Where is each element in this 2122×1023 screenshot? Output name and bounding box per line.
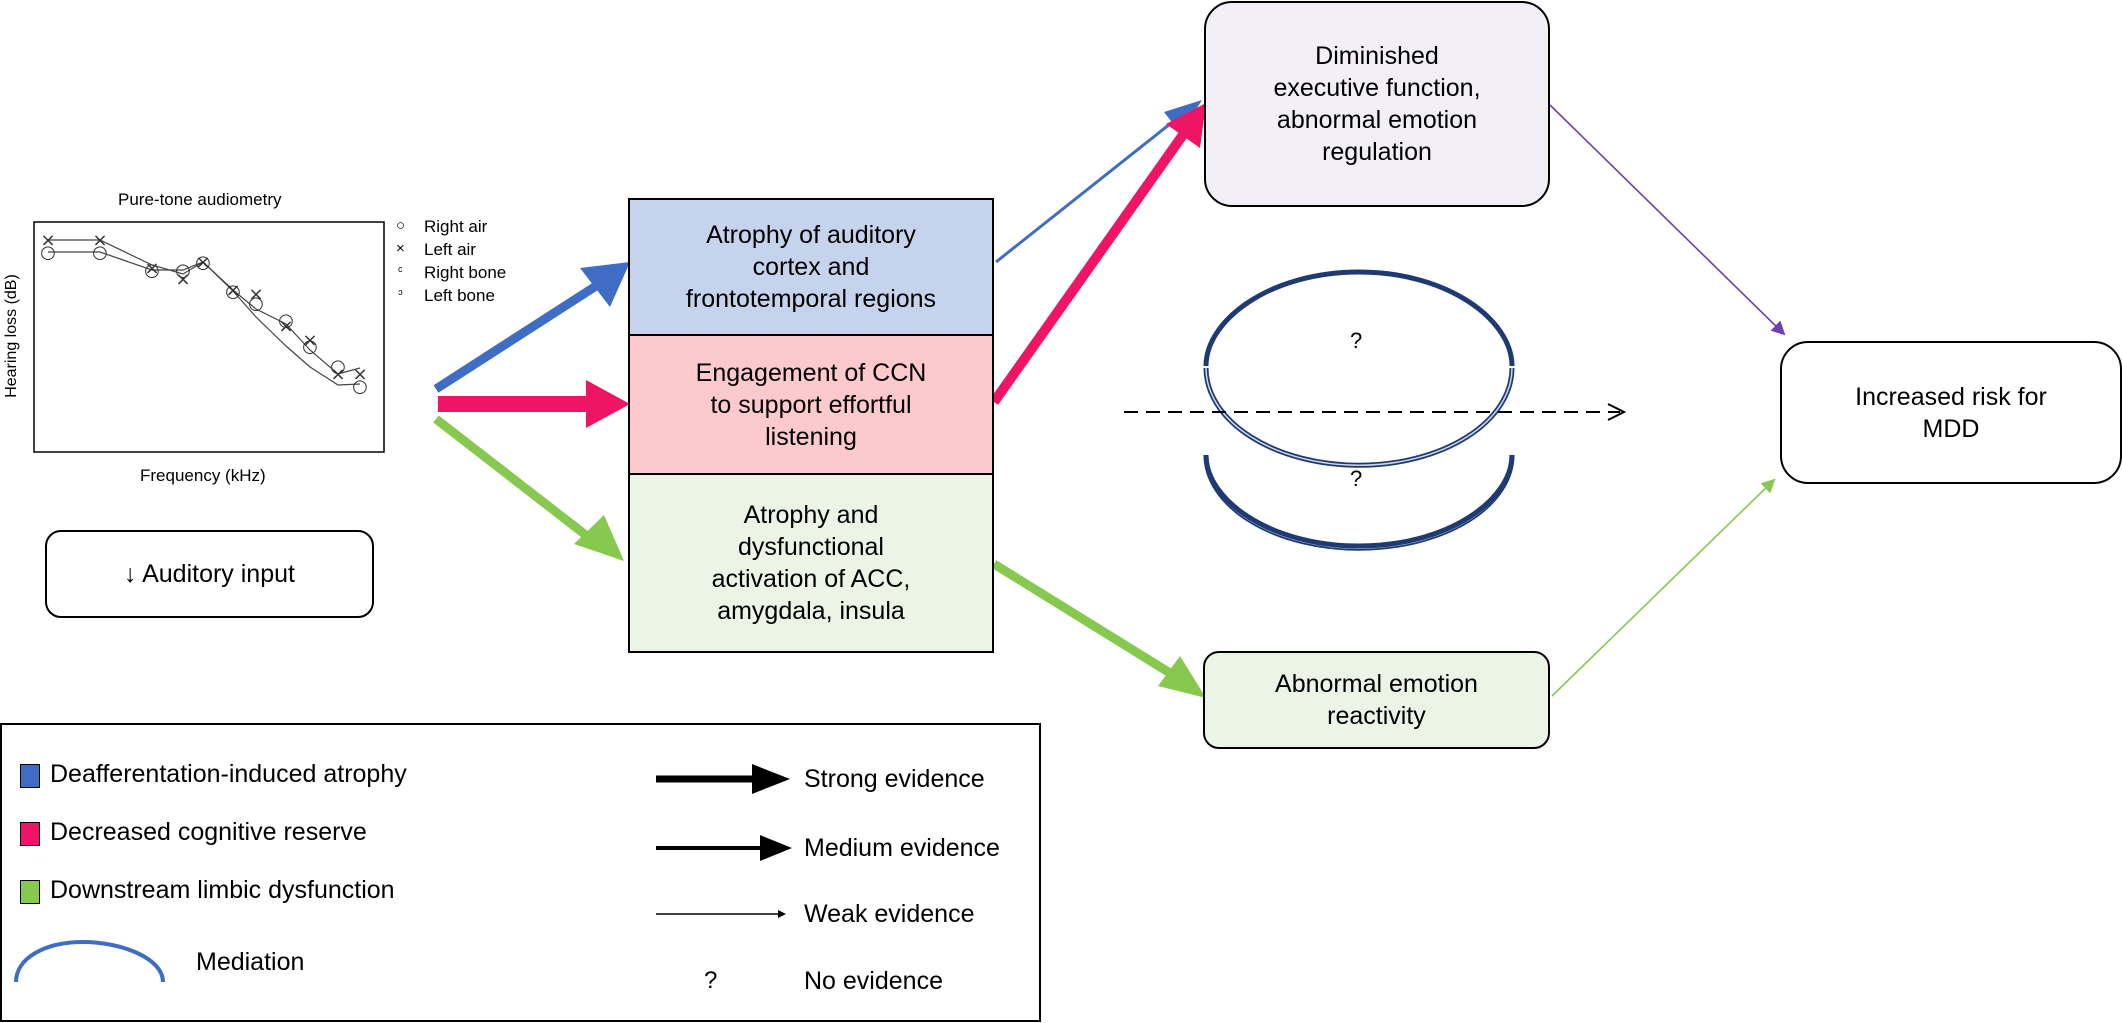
mediation-arcs xyxy=(1203,367,1515,551)
dashed-arrow-head xyxy=(1607,403,1627,421)
audiogram-title: Pure-tone audiometry xyxy=(118,190,282,209)
svg-text:×: × xyxy=(144,258,159,279)
legend-label-none: No evidence xyxy=(804,967,943,995)
svg-text:○: ○ xyxy=(302,336,318,357)
limbic-line-4: amygdala, insula xyxy=(717,597,905,625)
ccn-line-3: listening xyxy=(765,422,857,451)
legend-swatch-pink xyxy=(20,822,40,846)
limbic-box: Atrophy and dysfunctional activation of … xyxy=(628,473,994,653)
audiogram-plot: ○○○ ○○○ ○○○ ○○ ××× ××× ××× ×× xyxy=(33,221,385,453)
mdd-line-1: Increased risk for xyxy=(1855,382,2047,411)
auditory-input-box: ↓ Auditory input xyxy=(45,530,374,618)
right-bone-label: Right bone xyxy=(424,263,507,282)
svg-text:○: ○ xyxy=(175,260,191,281)
svg-text:×: × xyxy=(195,252,210,273)
ccn-box: Engagement of CCN to support effortful l… xyxy=(628,334,994,475)
ccn-line-2: to support effortful xyxy=(710,390,912,419)
svg-text:×: × xyxy=(248,284,263,305)
legend-label-strong: Strong evidence xyxy=(804,765,985,793)
mediation-question-top: ? xyxy=(1350,328,1363,353)
right-air-label: Right air xyxy=(424,217,488,236)
legend-label-limbic: Downstream limbic dysfunction xyxy=(50,876,395,904)
svg-text:×: × xyxy=(302,330,317,351)
left-bone-marker: ᵓ xyxy=(398,286,403,301)
right-bone-marker: ᶜ xyxy=(398,263,403,278)
legend-label-weak: Weak evidence xyxy=(804,900,975,928)
legend-frame xyxy=(0,723,1041,1022)
input-arrows xyxy=(433,262,630,561)
mdd-line-2: MDD xyxy=(1922,414,1980,443)
svg-text:○: ○ xyxy=(278,310,294,331)
svg-text:×: × xyxy=(92,230,107,251)
legend-symbol-no-evidence: ? xyxy=(704,967,718,994)
svg-text:×: × xyxy=(40,230,55,251)
svg-text:×: × xyxy=(352,364,367,385)
legend-label-medium: Medium evidence xyxy=(804,834,1000,862)
atrophy-line-2: cortex and xyxy=(752,253,870,281)
outcome-arrows xyxy=(989,100,1786,698)
svg-text:○: ○ xyxy=(92,242,108,263)
mediation-arc-shapes xyxy=(1203,269,1515,549)
right-air-marker: ○ xyxy=(396,217,406,234)
executive-line-1: Diminished xyxy=(1315,42,1439,70)
reactivity-line-1: Abnormal emotion xyxy=(1275,670,1478,698)
left-air-marker: × xyxy=(396,240,405,257)
legend-swatch-green xyxy=(20,880,40,904)
svg-text:○: ○ xyxy=(352,376,368,397)
auditory-input-label: ↓ Auditory input xyxy=(124,560,295,588)
limbic-line-3: activation of ACC, xyxy=(711,565,911,593)
svg-text:○: ○ xyxy=(330,356,346,377)
ccn-line-1: Engagement of CCN xyxy=(695,358,927,387)
executive-line-4: regulation xyxy=(1322,138,1432,166)
mdd-risk-box: Increased risk for MDD xyxy=(1780,341,2122,484)
limbic-line-2: dysfunctional xyxy=(738,533,884,561)
limbic-line-1: Atrophy and xyxy=(743,501,879,529)
atrophy-box: Atrophy of auditory cortex and frontotem… xyxy=(628,198,994,336)
svg-text:○: ○ xyxy=(144,260,160,281)
legend-swatch-blue xyxy=(20,764,40,788)
audiogram-xlabel: Frequency (kHz) xyxy=(140,466,266,485)
left-bone-label: Left bone xyxy=(424,286,495,305)
legend-label-atrophy: Deafferentation-induced atrophy xyxy=(50,760,407,788)
executive-line-2: executive function, xyxy=(1273,74,1481,102)
svg-text:○: ○ xyxy=(225,281,241,302)
legend-label-mediation: Mediation xyxy=(196,948,305,976)
svg-text:○: ○ xyxy=(248,293,264,314)
atrophy-line-3: frontotemporal regions xyxy=(685,285,937,313)
legend-label-reserve: Decreased cognitive reserve xyxy=(50,818,367,846)
svg-text:×: × xyxy=(225,280,240,301)
left-air-label: Left air xyxy=(424,240,476,259)
svg-text:○: ○ xyxy=(40,242,56,263)
executive-function-box: Diminished executive function, abnormal … xyxy=(1204,1,1550,207)
atrophy-line-1: Atrophy of auditory xyxy=(706,221,916,249)
reactivity-line-2: reactivity xyxy=(1327,702,1426,730)
legend-mediation-arc xyxy=(14,939,165,983)
legend-evidence-arrows xyxy=(656,764,792,918)
executive-line-3: abnormal emotion xyxy=(1276,106,1478,134)
mediation-question-bottom: ? xyxy=(1350,466,1363,491)
svg-text:×: × xyxy=(330,364,345,385)
audiogram-ylabel: Hearing loss (dB) xyxy=(2,274,20,398)
svg-text:○: ○ xyxy=(195,252,211,273)
emotion-reactivity-box: Abnormal emotion reactivity xyxy=(1203,651,1550,749)
svg-text:×: × xyxy=(175,269,190,290)
svg-text:×: × xyxy=(278,316,293,337)
